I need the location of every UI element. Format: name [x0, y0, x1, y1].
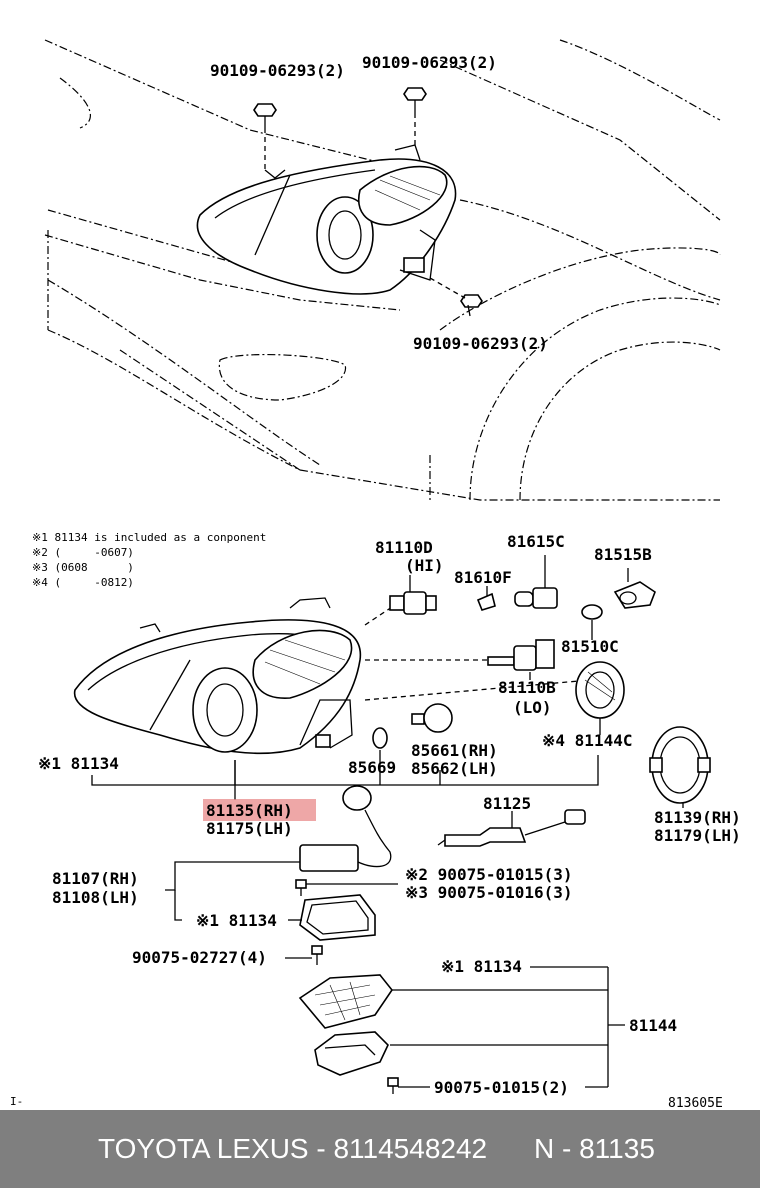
note-3: ※3 (0608 )	[32, 561, 134, 574]
callout-81610f: 81610F	[454, 568, 512, 587]
callout-bolt-mid: 90109-06293(2)	[413, 334, 548, 353]
bulb-81615c	[514, 587, 558, 609]
cord-81107	[299, 785, 392, 872]
footer-bar: TOYOTA LEXUS - 8114548242 N - 81135	[0, 1110, 760, 1188]
callout-81144c: ※4 81144C	[542, 731, 632, 750]
ballast-81144	[314, 1031, 389, 1076]
callout-85669: 85669	[348, 758, 396, 777]
callout-81175: 81175(LH)	[206, 819, 293, 838]
callout-81135: 81135(RH)	[206, 801, 293, 820]
callout-81110b: 81110B	[498, 678, 556, 697]
callout-81615c: 81615C	[507, 532, 565, 551]
screw-90075-01015-2	[387, 1077, 399, 1094]
callout-81125: 81125	[483, 794, 531, 813]
callout-bolt-top-left: 90109-06293(2)	[210, 61, 345, 80]
bulb-85661	[411, 703, 453, 733]
callout-90075-01015-2: 90075-01015(2)	[434, 1078, 569, 1097]
callout-81110b-lo: (LO)	[513, 698, 552, 717]
callout-81144: 81144	[629, 1016, 677, 1035]
bolt-top-left	[253, 103, 277, 170]
note-1: ※1 81134 is included as a conponent	[32, 531, 266, 544]
screw-90075-02727	[311, 945, 323, 965]
parts-diagram: 90109-06293(2) 90109-06293(2) 90109-0629…	[10, 39, 741, 1110]
callout-81110d: 81110D	[375, 538, 433, 557]
callout-81134-a: ※1 81134	[38, 754, 119, 773]
gasket-81134-b	[299, 894, 376, 941]
callout-81134-b: ※1 81134	[196, 911, 277, 930]
callout-81108: 81108(LH)	[52, 888, 139, 907]
callout-81107: 81107(RH)	[52, 869, 139, 888]
headlamp-unit	[73, 597, 362, 755]
callout-81134-c: ※1 81134	[441, 957, 522, 976]
vehicle-front-illustration	[44, 39, 721, 501]
callout-81110d-hi: (HI)	[405, 556, 444, 575]
leader-lines	[91, 555, 684, 1088]
note-2: ※2 ( -0607)	[32, 546, 134, 559]
cap-81139	[649, 726, 711, 804]
footer-catalog-number: N - 81135	[534, 1133, 655, 1164]
ref-mark: I-	[10, 1095, 23, 1108]
bulb-81110b	[487, 639, 555, 671]
bulb-81610f	[476, 592, 496, 611]
callout-85661: 85661(RH)	[411, 741, 498, 760]
callout-81515b: 81515B	[594, 545, 652, 564]
bulb-81110d	[389, 591, 437, 615]
callout-bolt-top-right: 90109-06293(2)	[362, 53, 497, 72]
igniter-81125	[437, 809, 586, 847]
note-4: ※4 ( -0812)	[32, 576, 134, 589]
footer-brand-part: TOYOTA LEXUS - 8114548242	[98, 1133, 488, 1164]
bulb-81510c	[581, 604, 603, 620]
cover-81144c	[575, 661, 625, 719]
diagram-code: 813605E	[668, 1096, 723, 1110]
bolt-top-right	[403, 87, 427, 148]
callout-81510c: 81510C	[561, 637, 619, 656]
callout-85662: 85662(LH)	[411, 759, 498, 778]
screw-90075-01015	[295, 879, 307, 896]
callout-81179: 81179(LH)	[654, 826, 741, 845]
callout-90075-01016: ※3 90075-01016(3)	[405, 883, 573, 902]
callout-90075-02727: 90075-02727(4)	[132, 948, 267, 967]
socket-81515b	[613, 581, 656, 609]
gasket-81134-c	[298, 974, 393, 1029]
bolt-mid	[429, 277, 483, 317]
callout-90075-01015: ※2 90075-01015(3)	[405, 865, 573, 884]
gasket-85669	[372, 727, 388, 749]
callout-81139: 81139(RH)	[654, 808, 741, 827]
selected-part-highlight	[203, 799, 316, 821]
